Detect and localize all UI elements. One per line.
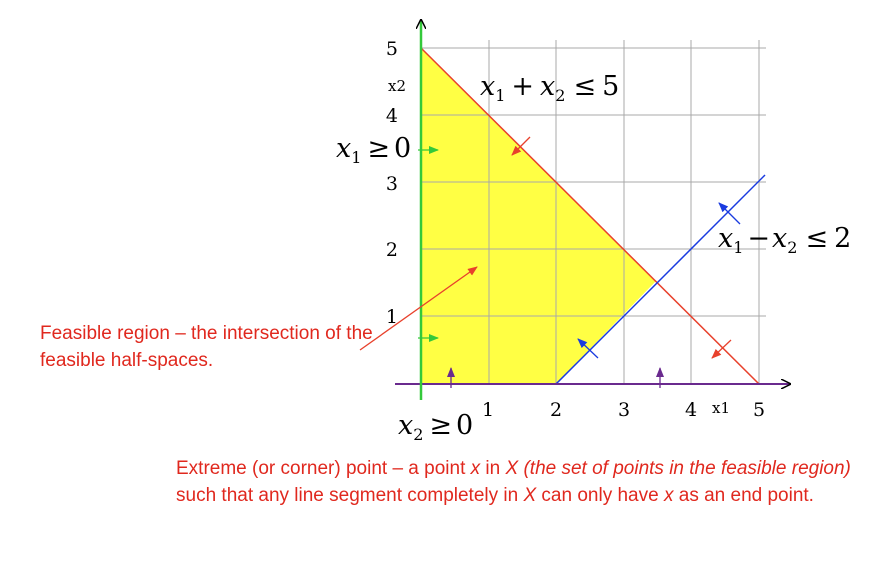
caption-text: can only have bbox=[536, 485, 664, 506]
y-axis-label: x2 bbox=[388, 77, 406, 95]
sum-direction-arrow-2 bbox=[711, 339, 732, 359]
caption-text: as an end point. bbox=[673, 485, 814, 506]
feasible-region bbox=[421, 48, 656, 384]
x-tick-label: 1 bbox=[482, 399, 494, 421]
x-tick-label: 5 bbox=[753, 399, 765, 421]
diff-direction-arrow-2 bbox=[577, 338, 599, 359]
constraint-line-sum bbox=[420, 47, 760, 385]
y-tick-label: 3 bbox=[386, 173, 398, 195]
x-tick-label: 2 bbox=[550, 399, 562, 421]
constraint-label-x1-nonneg: x1≥0 bbox=[336, 133, 411, 167]
caption-text: in bbox=[480, 458, 506, 479]
constraint-label-diff: x1−x2≤2 bbox=[718, 223, 851, 257]
extreme-point-caption: Extreme (or corner) point – a point x in… bbox=[176, 455, 856, 509]
constraint-line-diff bbox=[555, 174, 766, 385]
feasible-region-caption: Feasible region – the intersection of th… bbox=[40, 323, 373, 371]
y-tick-label: 2 bbox=[386, 239, 398, 261]
grid bbox=[421, 40, 766, 384]
constraint-label-x2-nonneg: x2≥0 bbox=[398, 410, 473, 444]
caption-set: X bbox=[523, 485, 537, 506]
caption-text: Extreme (or corner) point – a point bbox=[176, 458, 471, 479]
caption-var: x bbox=[663, 485, 674, 506]
y-tick-label: 5 bbox=[386, 38, 398, 60]
caption-parenthetical: (the set of points in the feasible regio… bbox=[518, 458, 851, 479]
x-tick-label: 4 bbox=[685, 399, 697, 421]
constraint-label-sum: x1+x2≤5 bbox=[480, 71, 619, 105]
y-tick-label: 1 bbox=[386, 306, 398, 328]
y-tick-label: 4 bbox=[386, 105, 398, 127]
caption-text: such that any line segment completely in bbox=[176, 485, 524, 506]
diff-direction-arrow-1 bbox=[718, 202, 741, 225]
caption-set: X bbox=[505, 458, 519, 479]
sum-direction-arrow-1 bbox=[511, 136, 531, 156]
x-axis-label: x1 bbox=[712, 399, 730, 417]
caption-var: x bbox=[470, 458, 481, 479]
x-tick-label: 3 bbox=[618, 399, 630, 421]
feasible-pointer-arrow bbox=[359, 266, 478, 351]
